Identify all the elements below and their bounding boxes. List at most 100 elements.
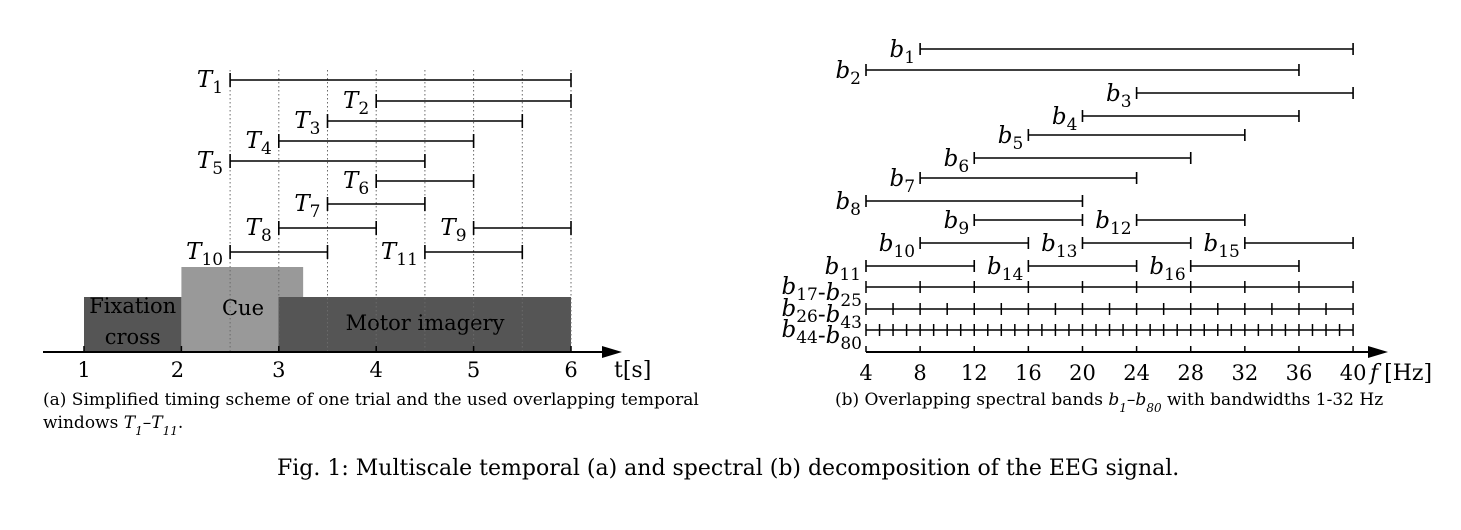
band-b15: b15 bbox=[1203, 231, 1354, 262]
band-b1: b1 bbox=[890, 37, 1354, 68]
phase-label-fixation-line-2: cross bbox=[105, 325, 161, 349]
band-label: b13 bbox=[1041, 231, 1077, 262]
window-label: T11 bbox=[381, 239, 418, 270]
time-axis: 1 2 3 4 5 6 bbox=[43, 346, 622, 382]
window-t6: T6 bbox=[343, 168, 475, 199]
window-label: T2 bbox=[343, 88, 369, 119]
band-group-label: b17-b25 bbox=[781, 274, 862, 311]
band-label: b16 bbox=[1149, 254, 1185, 285]
window-label: T6 bbox=[343, 168, 369, 199]
window-label: T9 bbox=[440, 215, 466, 246]
band-b4: b4 bbox=[1052, 104, 1300, 135]
frequency-axis: 4 8 12 16 20 24 28 32 36 40 bbox=[859, 346, 1388, 385]
window-label: T8 bbox=[246, 215, 272, 246]
figure-caption-text: Multiscale temporal (a) and spectral (b)… bbox=[356, 456, 1179, 481]
window-t3: T3 bbox=[294, 108, 524, 139]
window-t4: T4 bbox=[246, 128, 475, 159]
phase-label-fixation-line-1: Fixation bbox=[89, 294, 176, 318]
frequency-tick-label: 32 bbox=[1231, 361, 1258, 385]
band-b5: b5 bbox=[998, 123, 1246, 154]
time-tick-label: 4 bbox=[370, 358, 383, 382]
band-group-b26-b43: b26-b43 bbox=[781, 296, 1354, 333]
frequency-tick-label: 8 bbox=[913, 361, 926, 385]
panel-a-caption-line-1: (a) Simplified timing scheme of one tria… bbox=[43, 390, 699, 410]
window-label: T10 bbox=[186, 239, 223, 270]
band-label: b15 bbox=[1203, 231, 1239, 262]
frequency-tick-label: 4 bbox=[859, 361, 872, 385]
panel-b-caption: (b) Overlapping spectral bands b1–b80 wi… bbox=[835, 390, 1383, 415]
phase-bar-fixation-cross bbox=[84, 297, 182, 352]
frequency-tick-label: 36 bbox=[1286, 361, 1313, 385]
window-label: T7 bbox=[294, 191, 320, 222]
panel-a-caption-range: T1–T11 bbox=[124, 413, 178, 438]
band-b9: b9 bbox=[944, 208, 1084, 239]
window-label: T5 bbox=[197, 148, 223, 179]
frequency-tick-label: 12 bbox=[961, 361, 988, 385]
window-t1: T1 bbox=[197, 67, 572, 98]
window-t11: T11 bbox=[381, 239, 524, 270]
panel-b-caption-range: b1–b80 bbox=[1108, 390, 1162, 415]
window-label: T3 bbox=[294, 108, 320, 139]
window-t10: T10 bbox=[186, 239, 329, 270]
figure-caption: Fig. 1: Multiscale temporal (a) and spec… bbox=[277, 456, 1179, 481]
time-tick-label: 6 bbox=[564, 358, 577, 382]
band-label: b7 bbox=[890, 166, 916, 197]
band-b10: b10 bbox=[879, 231, 1030, 262]
band-label: b9 bbox=[944, 208, 970, 239]
band-b16: b16 bbox=[1149, 254, 1300, 285]
band-label: b12 bbox=[1095, 208, 1131, 239]
band-b7: b7 bbox=[890, 166, 1138, 197]
band-label: b2 bbox=[835, 58, 861, 89]
band-b11: b11 bbox=[825, 254, 976, 285]
band-group-label: b44-b80 bbox=[781, 317, 862, 354]
band-b8: b8 bbox=[835, 189, 1084, 220]
window-label: T1 bbox=[197, 67, 223, 98]
frequency-tick-label: 24 bbox=[1123, 361, 1150, 385]
frequency-tick-label: 28 bbox=[1177, 361, 1204, 385]
band-label: b1 bbox=[890, 37, 916, 68]
window-t7: T7 bbox=[294, 191, 426, 222]
figure-caption-prefix: Fig. 1: bbox=[277, 456, 349, 481]
window-t8: T8 bbox=[246, 215, 378, 246]
band-b13: b13 bbox=[1041, 231, 1192, 262]
band-label: b11 bbox=[825, 254, 861, 285]
band-group-b44-b80: b44-b80 bbox=[781, 317, 1354, 354]
frequency-tick-label: 16 bbox=[1015, 361, 1042, 385]
band-label: b10 bbox=[879, 231, 915, 262]
time-axis-unit: t[s] bbox=[614, 358, 651, 383]
time-tick-label: 3 bbox=[272, 358, 285, 382]
band-group-label: b26-b43 bbox=[781, 296, 862, 333]
time-tick-label: 5 bbox=[467, 358, 480, 382]
band-b6: b6 bbox=[944, 146, 1192, 177]
band-label: b3 bbox=[1106, 81, 1132, 112]
band-label: b4 bbox=[1052, 104, 1078, 135]
band-group-b17-b25: b17-b25 bbox=[781, 274, 1354, 311]
time-axis-arrow bbox=[602, 346, 622, 358]
band-b12: b12 bbox=[1095, 208, 1246, 239]
window-t2: T2 bbox=[343, 88, 572, 119]
window-label: T4 bbox=[246, 128, 272, 159]
band-label: b8 bbox=[835, 189, 861, 220]
phase-label-cue: Cue bbox=[222, 296, 264, 320]
band-b3: b3 bbox=[1106, 81, 1354, 112]
window-t9: T9 bbox=[440, 215, 572, 246]
band-label: b14 bbox=[987, 254, 1023, 285]
spectral-band-intervals: b1 b2 b3 b4 b5 b6 b7 b8 b9 b12 b10 b13 b15 b11 b14 b16 bbox=[825, 37, 1354, 285]
frequency-axis-arrow bbox=[1368, 346, 1388, 358]
panel-a-caption-line-2: windows T1–T11. bbox=[43, 413, 183, 438]
time-tick-label: 2 bbox=[171, 358, 184, 382]
band-label: b6 bbox=[944, 146, 970, 177]
band-b14: b14 bbox=[987, 254, 1138, 285]
frequency-axis-unit: f[Hz] bbox=[1368, 361, 1432, 386]
frequency-tick-label: 40 bbox=[1340, 361, 1367, 385]
frequency-tick-label: 20 bbox=[1069, 361, 1096, 385]
band-label: b5 bbox=[998, 123, 1024, 154]
window-t5: T5 bbox=[197, 148, 426, 179]
band-b2: b2 bbox=[835, 58, 1300, 89]
time-tick-label: 1 bbox=[77, 358, 90, 382]
